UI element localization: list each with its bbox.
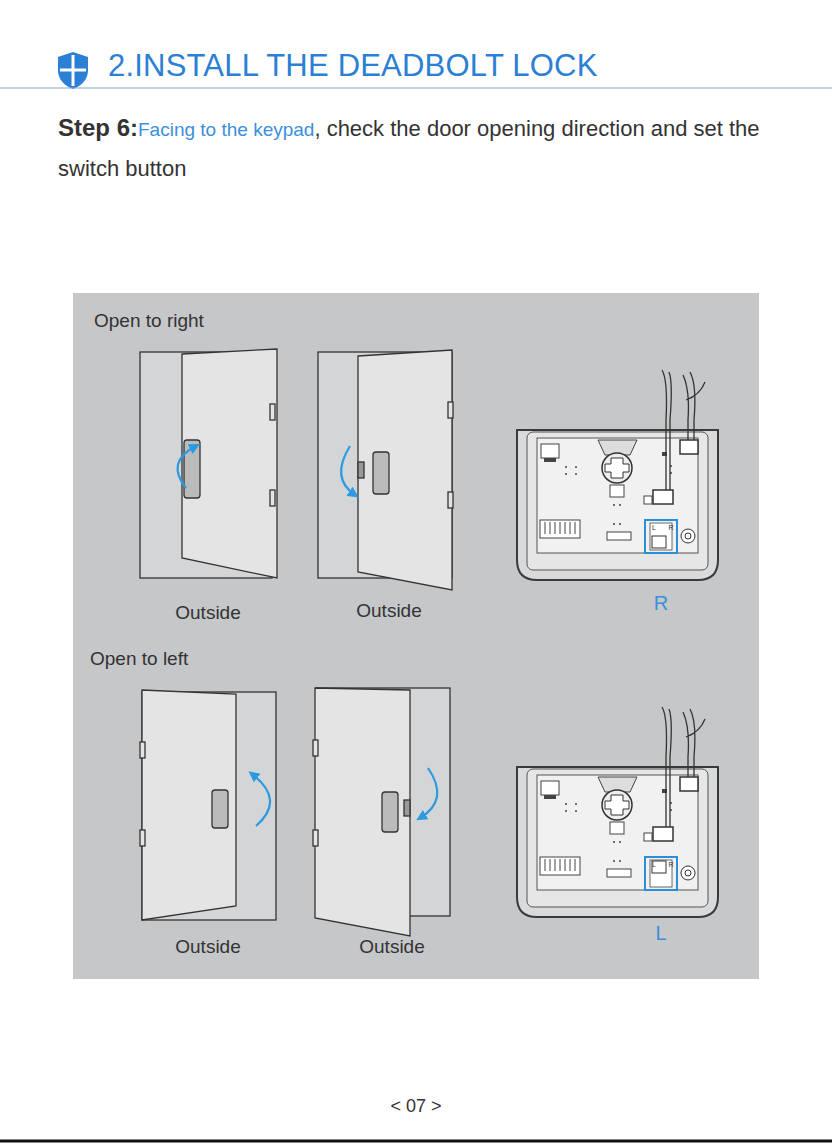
switch-mark: L — [652, 861, 656, 869]
view-label: Outside — [175, 937, 240, 958]
section-heading: Open to left — [90, 649, 188, 670]
door-open-left-c — [140, 690, 276, 920]
door-open-left-d — [313, 688, 450, 936]
switch-mark: R — [668, 861, 673, 869]
gray-panel — [73, 293, 759, 979]
pcb-switch-right — [517, 370, 718, 580]
footer-rule — [0, 1140, 832, 1143]
door-open-right-b — [318, 350, 453, 590]
switch-setting: R — [654, 592, 668, 614]
view-label: Outside — [359, 937, 424, 958]
page-number: < 07 > — [390, 1097, 441, 1117]
shield-icon-cross — [60, 55, 86, 86]
view-label: Outside — [356, 601, 421, 622]
page-title: 2.INSTALL THE DEADBOLT LOCK — [108, 48, 598, 84]
switch-mark: R — [668, 524, 673, 532]
title-rule — [0, 87, 832, 88]
switch-mark: L — [652, 524, 656, 532]
door-open-right-a — [140, 349, 277, 578]
step-paragraph: Step 6:Facing to the keypad, check the d… — [58, 108, 808, 188]
step-emphasis: Facing to the keypad — [138, 119, 314, 140]
shield-icon — [58, 52, 88, 89]
step-number: Step 6: — [58, 114, 138, 141]
section-heading: Open to right — [94, 311, 204, 332]
pcb-switch-left — [517, 707, 718, 917]
view-label: Outside — [175, 603, 240, 624]
switch-setting: L — [655, 922, 666, 944]
